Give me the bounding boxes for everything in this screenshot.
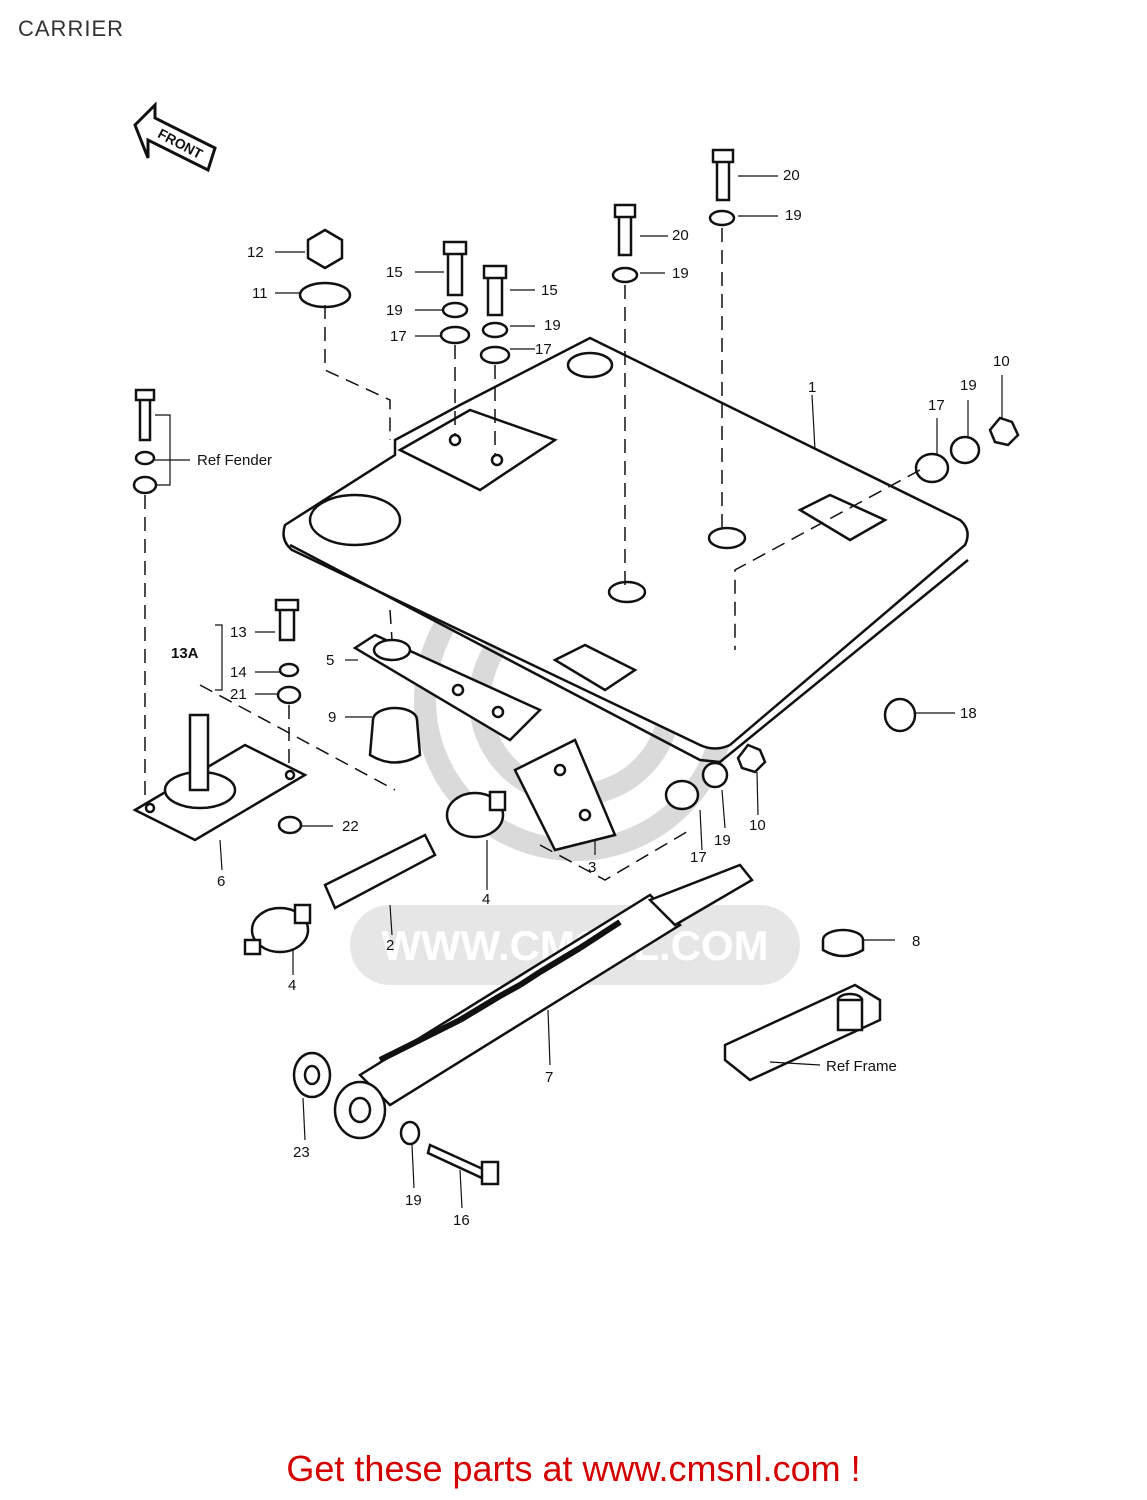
label-14: 14: [230, 664, 247, 681]
label-19a: 19: [386, 302, 403, 319]
label-10b: 10: [749, 817, 766, 834]
shock-absorber-7: [333, 863, 754, 1140]
label-12: 12: [247, 244, 264, 261]
label-2: 2: [386, 937, 394, 954]
label-19c: 19: [672, 265, 689, 282]
washer-11: [298, 281, 352, 309]
label-19f: 19: [714, 832, 731, 849]
label-11: 11: [252, 285, 268, 302]
bolt-15-right: [482, 264, 508, 317]
bolt-16: [426, 1143, 500, 1186]
leader-lines: [144, 228, 921, 881]
label-4a: 4: [482, 891, 490, 908]
bolt-fender: [134, 388, 156, 442]
label-leaders: [155, 175, 1003, 1209]
damper-4-lower: [243, 903, 312, 956]
label-20a: 20: [672, 227, 689, 244]
label-23: 23: [293, 1144, 310, 1161]
label-7: 7: [545, 1069, 553, 1086]
label-13: 13: [230, 624, 247, 641]
bolt-13: [274, 598, 300, 642]
front-arrow-icon: FRONT: [133, 101, 217, 173]
label-17c: 17: [928, 397, 945, 414]
collar-23: [292, 1051, 332, 1099]
label-19d: 19: [785, 207, 802, 224]
label-17a: 17: [390, 328, 407, 345]
label-9: 9: [328, 709, 336, 726]
bolt-20-left: [613, 203, 637, 257]
nut-12: [306, 228, 344, 270]
plate-3: [513, 738, 617, 852]
mount-plate-6: [132, 713, 308, 842]
carrier-plate: [282, 336, 969, 764]
label-15b: 15: [541, 282, 558, 299]
label-17b: 17: [535, 341, 552, 358]
label-15a: 15: [386, 264, 403, 281]
ref-fender: Ref Fender: [197, 452, 272, 469]
label-5: 5: [326, 652, 334, 669]
label-13a: 13A: [171, 645, 199, 662]
label-8: 8: [912, 933, 920, 950]
label-21: 21: [230, 686, 247, 703]
label-3: 3: [588, 859, 596, 876]
damper-4-upper: [445, 790, 507, 839]
footer-link[interactable]: Get these parts at www.cmsnl.com !: [286, 1448, 861, 1489]
collar-8: [821, 928, 865, 958]
label-19g: 19: [405, 1192, 422, 1209]
rubber-9: [368, 706, 422, 764]
label-20b: 20: [783, 167, 800, 184]
washers-top: [132, 209, 1020, 1146]
label-1: 1: [808, 379, 816, 396]
label-10a: 10: [993, 353, 1010, 370]
ref-frame: Ref Frame: [826, 1058, 897, 1075]
label-4b: 4: [288, 977, 296, 994]
label-19b: 19: [544, 317, 561, 334]
label-17d: 17: [690, 849, 707, 866]
label-18: 18: [960, 705, 977, 722]
label-16: 16: [453, 1212, 470, 1229]
page-title: CARRIER: [18, 16, 125, 41]
ref-frame-bracket: [723, 983, 882, 1082]
label-22: 22: [342, 818, 359, 835]
part-labels: 1 12 11 15 19 17 15 19 17 20 19 20 19 17…: [171, 167, 1010, 1229]
label-6: 6: [217, 873, 225, 890]
bolt-15-left: [442, 240, 468, 297]
rod-2: [323, 833, 437, 910]
bolt-20-right: [711, 148, 735, 202]
label-19e: 19: [960, 377, 977, 394]
bracket-5: [352, 633, 543, 742]
